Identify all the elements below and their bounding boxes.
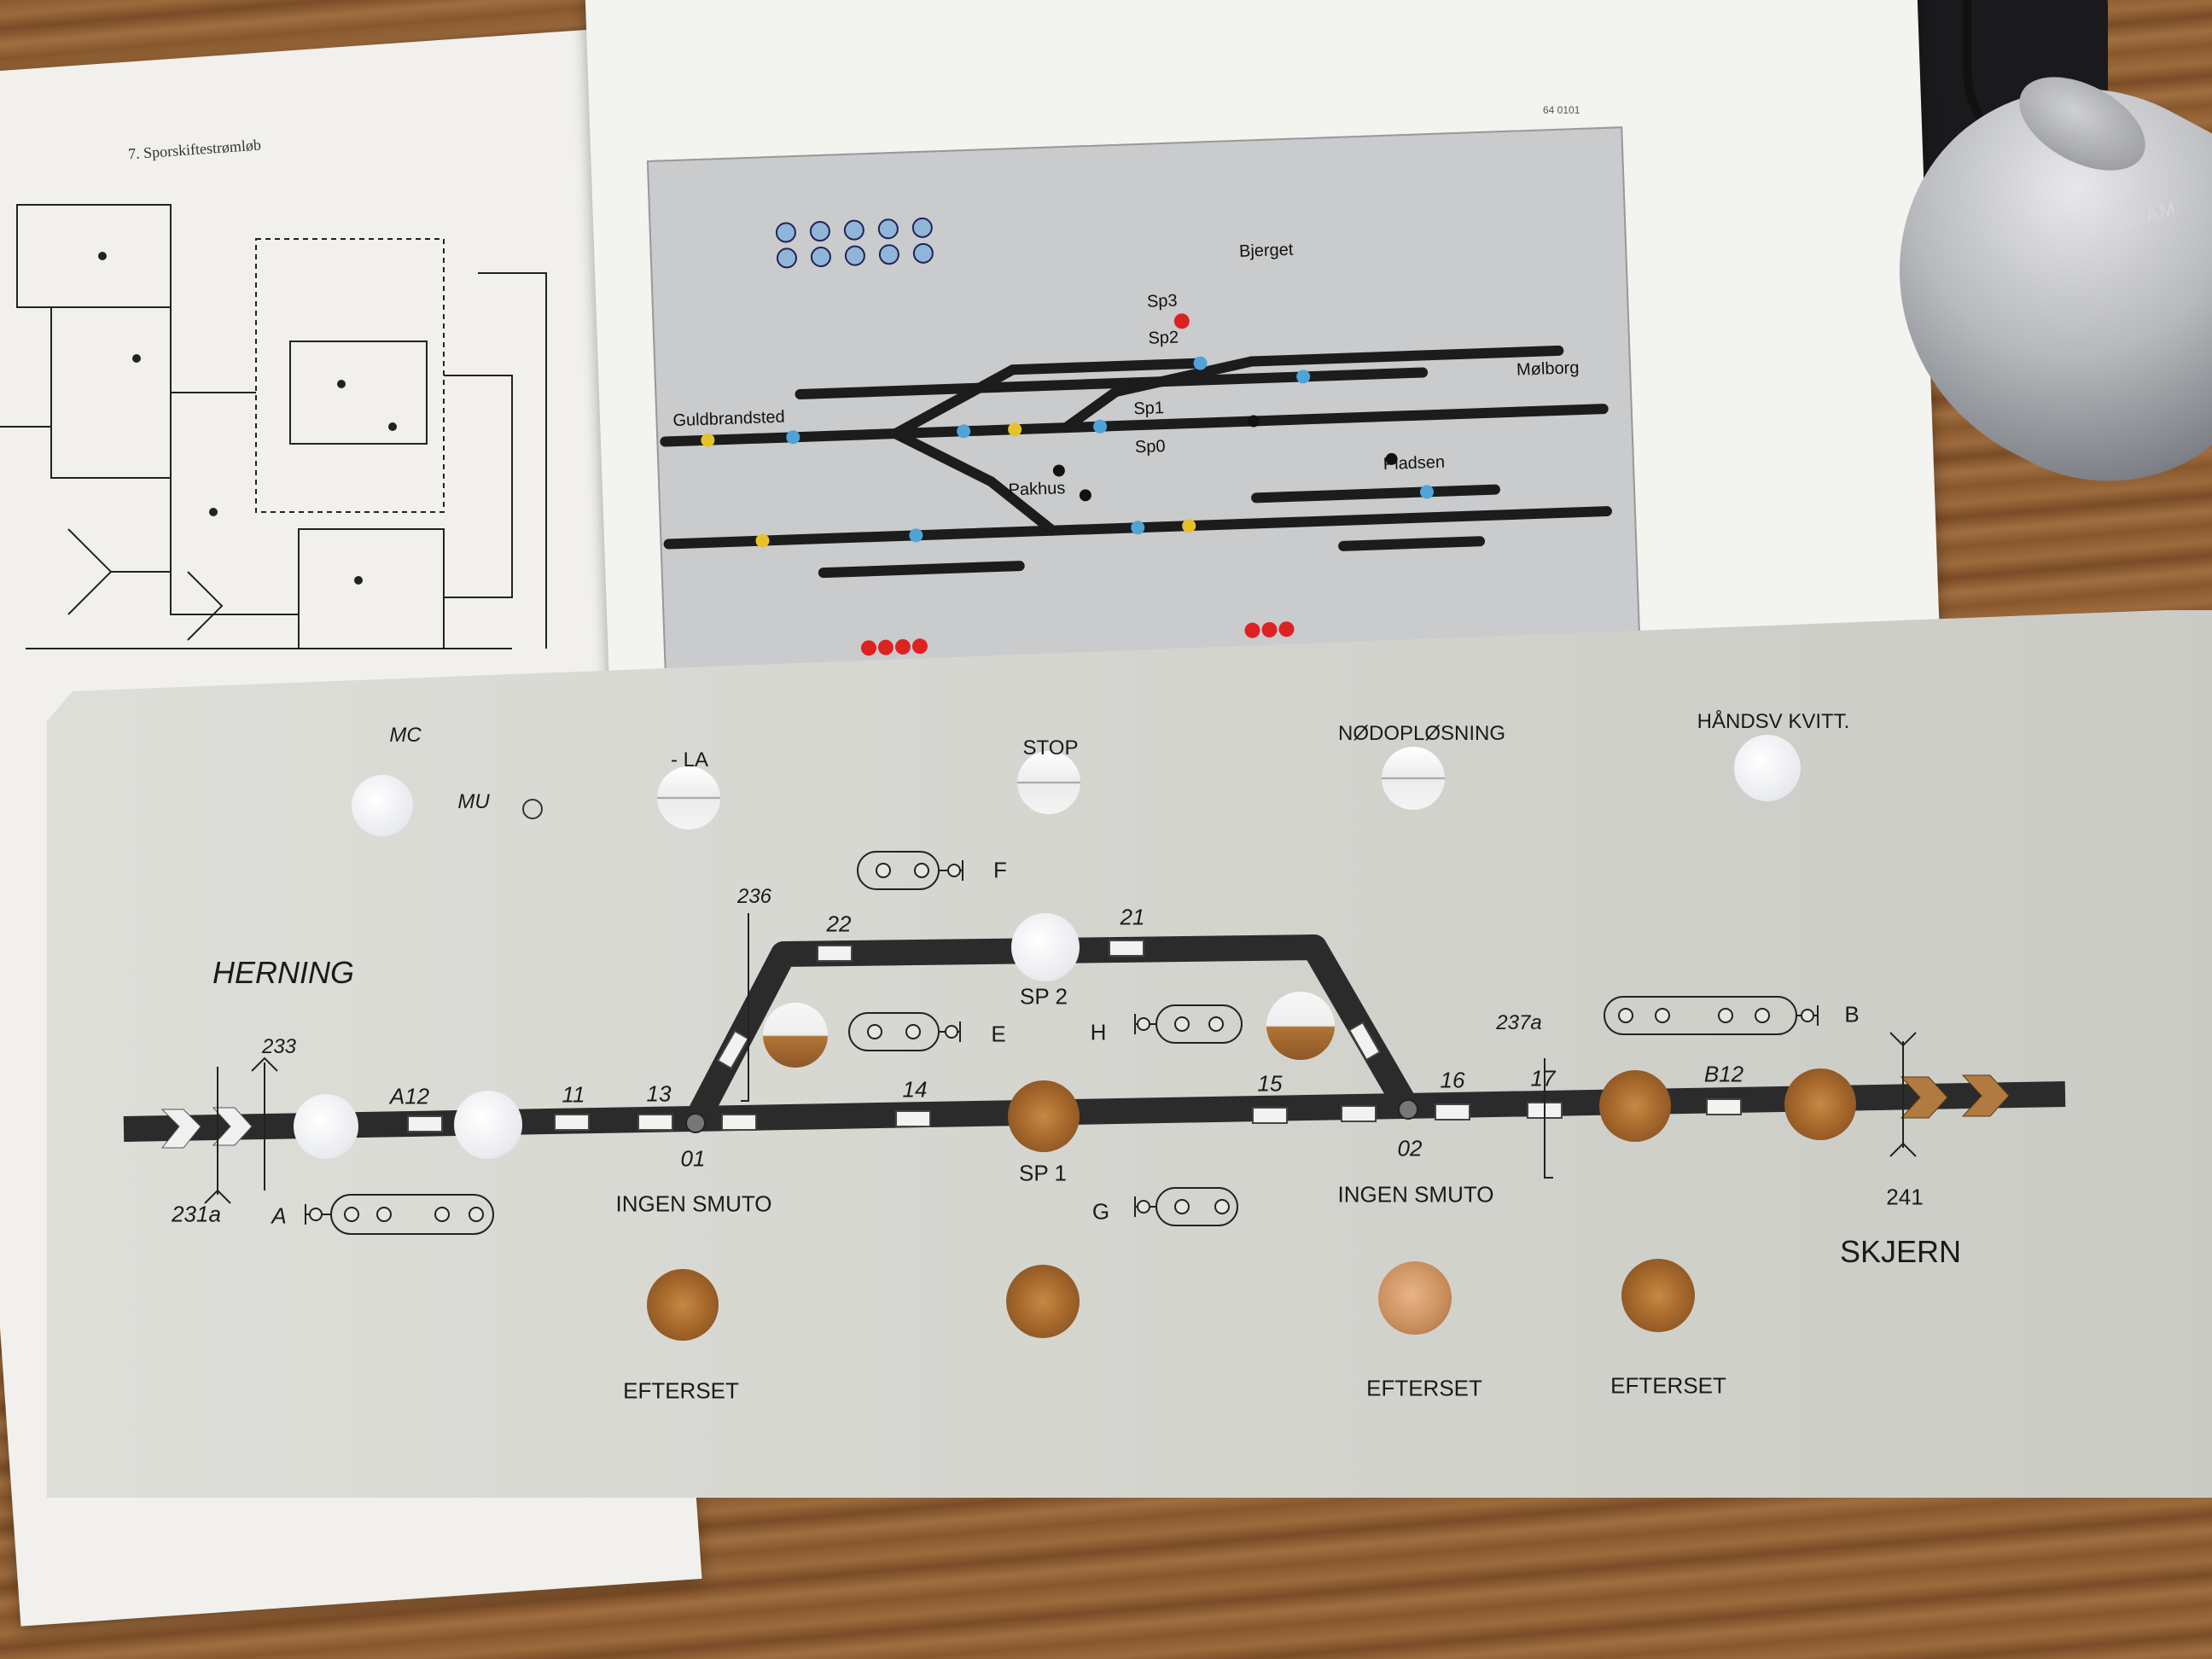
stop-label: STOP xyxy=(1022,736,1079,760)
signal-label-a: A xyxy=(271,1202,287,1229)
track-label-sp2: SP 2 xyxy=(1020,983,1068,1010)
h-track-hole[interactable] xyxy=(1266,992,1335,1060)
efterset-button-hole-1[interactable] xyxy=(647,1269,719,1341)
signal-label-e: E xyxy=(991,1021,1006,1047)
a12-right-hole[interactable] xyxy=(454,1091,522,1159)
sp1-button-hole[interactable] xyxy=(1008,1080,1080,1152)
track-label-22: 22 xyxy=(826,911,852,937)
nodoplosning-label: NØDOPLØSNING xyxy=(1337,722,1506,745)
efterset-label-2: EFTERSET xyxy=(1366,1375,1482,1401)
track-label-a12: A12 xyxy=(389,1083,430,1109)
mc-label: MC xyxy=(389,724,422,747)
efterset-middle-hole[interactable] xyxy=(1006,1265,1080,1338)
mu-indicator xyxy=(522,799,543,819)
ingen-smuto-label-1: INGEN SMUTO xyxy=(615,1190,772,1217)
track-label-236: 236 xyxy=(736,885,772,908)
control-panel-plate xyxy=(47,610,2212,1498)
b12-left-hole[interactable] xyxy=(1599,1070,1671,1142)
stop-button-hole[interactable] xyxy=(1017,751,1080,814)
station-herning: HERNING xyxy=(212,955,355,990)
efterset-label-1: EFTERSET xyxy=(623,1377,739,1404)
efterset-button-hole-3[interactable] xyxy=(1621,1259,1695,1332)
la-label: - LA xyxy=(670,748,709,771)
track-label-17: 17 xyxy=(1530,1065,1556,1091)
haandsv-kvitt-label: HÅNDSV KVITT. xyxy=(1697,710,1850,733)
track-label-241: 241 xyxy=(1886,1184,1924,1210)
ingen-smuto-label-2: INGEN SMUTO xyxy=(1337,1181,1494,1208)
nodoplosning-button-hole[interactable] xyxy=(1382,747,1445,810)
e-track-hole[interactable] xyxy=(763,1003,828,1068)
track-label-16: 16 xyxy=(1440,1067,1465,1093)
efterset-button-hole-2[interactable] xyxy=(1378,1261,1452,1335)
track-label-11: 11 xyxy=(562,1081,585,1108)
track-label-13: 13 xyxy=(646,1080,672,1107)
print-code: 64 0101 xyxy=(1543,104,1580,116)
track-label-14: 14 xyxy=(902,1076,928,1103)
track-label-231a: 231a xyxy=(172,1201,221,1227)
printed-track-diagram: Bjerget Sp3 Sp2 Mølborg Guldbrandsted Sp… xyxy=(646,126,1641,676)
wiring-schematic xyxy=(0,204,547,649)
track-label-b12: B12 xyxy=(1703,1061,1744,1087)
switch-label-01: 01 xyxy=(680,1145,706,1172)
b12-right-hole[interactable] xyxy=(1784,1068,1856,1140)
signal-label-h: H xyxy=(1090,1019,1107,1045)
mu-label: MU xyxy=(457,790,490,813)
signal-label-f: F xyxy=(993,857,1007,883)
mc-button-hole[interactable] xyxy=(352,775,413,836)
signal-label-b: B xyxy=(1844,1001,1860,1027)
track-label-237a: 237a xyxy=(1496,1011,1542,1034)
track-label-21: 21 xyxy=(1120,904,1145,930)
efterset-label-3: EFTERSET xyxy=(1610,1372,1726,1399)
track-label-sp1: SP 1 xyxy=(1019,1160,1067,1186)
sp2-button-hole[interactable] xyxy=(1011,913,1080,981)
haandsv-kvitt-button-hole[interactable] xyxy=(1734,735,1801,801)
la-button-hole[interactable] xyxy=(657,766,720,830)
track-label-15: 15 xyxy=(1257,1070,1283,1097)
station-skjern: SKJERN xyxy=(1839,1234,1962,1269)
track-label-233: 233 xyxy=(261,1035,297,1058)
switch-label-02: 02 xyxy=(1397,1135,1423,1161)
signal-label-g: G xyxy=(1091,1198,1110,1225)
a12-left-hole[interactable] xyxy=(294,1094,358,1159)
